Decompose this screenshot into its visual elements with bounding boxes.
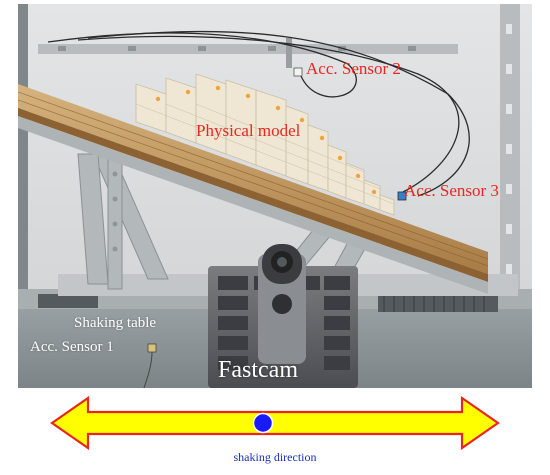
- acc-sensor-3-label: Acc. Sensor 3: [404, 181, 499, 200]
- physical-model-label: Physical model: [196, 121, 301, 140]
- shaking-direction-caption: shaking direction: [233, 450, 317, 464]
- acc-sensor-2-label: Acc. Sensor 2: [306, 59, 401, 78]
- fastcam-label: Fastcam: [218, 357, 298, 383]
- shaking-table-label: Shaking table: [74, 315, 157, 331]
- shaking-direction-arrow-icon: [50, 396, 500, 450]
- experiment-photo: [18, 4, 532, 388]
- acc-sensor-1-label: Acc. Sensor 1: [30, 339, 114, 355]
